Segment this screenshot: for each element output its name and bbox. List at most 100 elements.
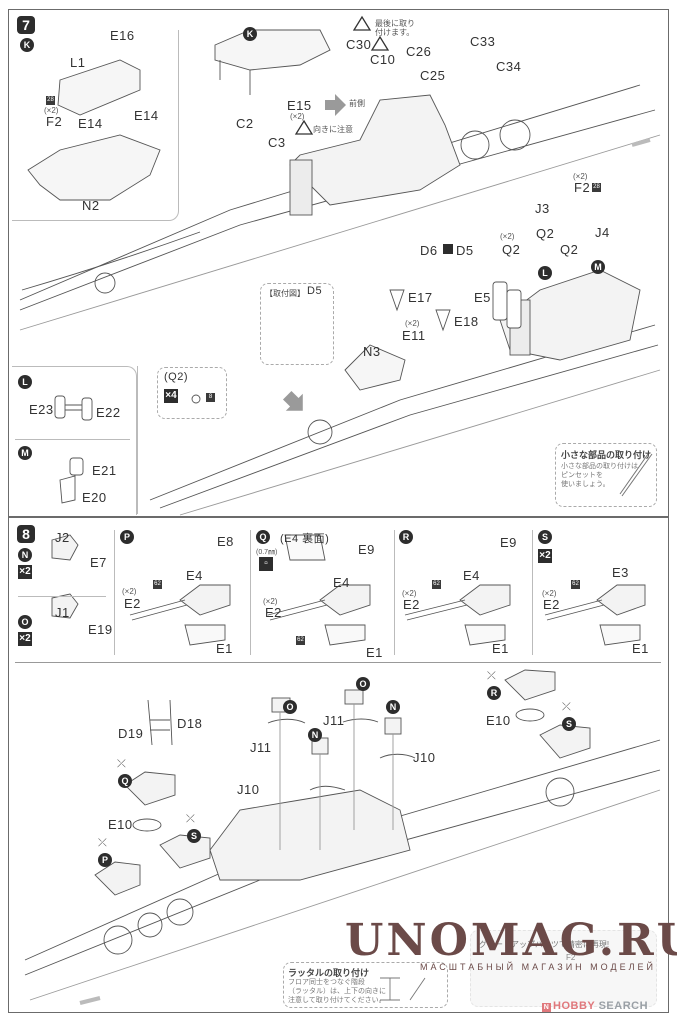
part-label-d6: D6 (420, 243, 438, 258)
qty-f2-k: (×2) (44, 106, 59, 115)
marker-m: M (18, 446, 32, 460)
ladder-note-line-2: （ラッタル）は、上下の向きに (288, 988, 386, 995)
ladder-note-box: ラッタルの取り付け フロア同士をつなぐ階段 （ラッタル）は、上下の向きに 注意し… (283, 962, 448, 1008)
watermark-subtitle: МАСШТАБНЫЙ МАГАЗИН МОДЕЛЕЙ (420, 962, 656, 972)
rotate-icon-s-right: ⤫ (562, 701, 571, 713)
orientation-note: 向きに注意 (313, 125, 353, 134)
upgrade-note-part: F2 (566, 953, 576, 962)
part-label-e5: E5 (474, 290, 491, 305)
marker-l: L (18, 375, 32, 389)
e5-funnel-a (492, 281, 508, 321)
e5-funnel-b (506, 289, 522, 329)
turret-p (129, 584, 231, 646)
ladder-note-body: フロア同士をつなぐ階段 （ラッタル）は、上下の向きに 注意して取り付けてください… (288, 978, 386, 1005)
part-label-c25: C25 (420, 68, 446, 83)
marker-r-main: R (487, 686, 501, 700)
qty-e15: (×2) (290, 112, 305, 121)
part-label-q2-c: Q2 (560, 242, 579, 257)
superstructure-step8 (209, 789, 411, 881)
part-label-e1-p: E1 (216, 641, 233, 656)
d19-d18-mast (147, 699, 173, 746)
qty-f2-main: (×2) (573, 172, 588, 181)
n2-part (27, 134, 161, 201)
part-label-q2-a: Q2 (536, 226, 555, 241)
turret-r (404, 584, 511, 646)
e17-part (389, 289, 405, 312)
turret-q-main (124, 771, 176, 806)
qty-q2: (×2) (500, 232, 515, 241)
part-label-e2-p: E2 (124, 596, 141, 611)
q2-paint-badge: 8 (206, 393, 215, 402)
part-label-e4-p: E4 (186, 568, 203, 583)
warning-icon-orientation (294, 119, 314, 135)
warning-icon-c10 (370, 35, 390, 51)
turret-r-main (504, 669, 556, 701)
hull-waterline-upper (19, 134, 661, 331)
watermark-title: UNOMAG.RU (345, 915, 677, 966)
paint-badge-p: 62 (153, 580, 162, 589)
subassembly-l-m-panel (12, 366, 137, 515)
last-attach-note-line2: 付けます。 (375, 28, 415, 37)
turret-s-main-left (159, 834, 211, 869)
tip-body: 小さな部品の取り付けは ピンセットを 使いましょう。 (561, 462, 638, 489)
marker-p: P (120, 530, 134, 544)
step8-subassembly-divider (15, 662, 661, 663)
part-label-e10-right: E10 (486, 713, 511, 728)
part-label-e14-right: E14 (134, 108, 159, 123)
mount-diagram-inset: 【取付図】 D5 (260, 283, 334, 365)
marker-n-main-1: N (308, 728, 322, 742)
rotate-icon-q: ⤫ (117, 758, 126, 770)
part-label-j11-right: J11 (323, 713, 345, 728)
e10-left (132, 818, 162, 832)
n3-part (344, 344, 406, 391)
divider-p-q (250, 530, 251, 655)
rotate-icon-r: ⤫ (487, 670, 496, 682)
part-label-e23: E23 (29, 402, 54, 417)
part-label-f2-k: F2 (46, 114, 63, 129)
q-title-e4-underside: (E4 裏面) (280, 533, 330, 545)
front-label: 前側 (349, 99, 365, 108)
part-label-e1-s: E1 (632, 641, 649, 656)
e18-part (435, 309, 451, 332)
j11-left-bar (267, 718, 306, 724)
part-label-e11: E11 (402, 328, 426, 343)
warning-icon-last-attach (352, 15, 372, 31)
turret-base-b (499, 119, 531, 151)
marker-o: O (18, 615, 32, 629)
part-label-e20: E20 (82, 490, 107, 505)
drill-icon-q: ▫ (259, 557, 273, 571)
rotate-icon-s-left: ⤫ (186, 813, 195, 825)
qty-e11: (×2) (405, 319, 420, 328)
paint-badge-f2-k: 28 (46, 96, 55, 105)
qty-badge-s: ×2 (538, 549, 552, 563)
part-label-e10-left: E10 (108, 817, 133, 832)
divider-q-r (394, 530, 395, 655)
divider-no-p (114, 530, 115, 655)
qty-e2-s: (×2) (542, 589, 557, 598)
marker-k-main: K (243, 27, 257, 41)
turret-base-a (460, 130, 490, 160)
rotate-icon-p: ⤫ (98, 837, 107, 849)
tip-box-small-parts: 小さな部品の取り付け 小さな部品の取り付けは ピンセットを 使いましょう。 (555, 443, 657, 507)
paint-badge-q: 62 (296, 636, 305, 645)
part-label-e9-r: E9 (500, 535, 517, 550)
q2-paint-box: (Q2) ×4 8 (157, 367, 227, 419)
part-label-e2-r: E2 (403, 597, 420, 612)
hull-side-lower (159, 344, 659, 509)
part-label-e19: E19 (88, 622, 113, 637)
e10-right (515, 708, 545, 722)
q2-paint-title: (Q2) (164, 371, 188, 383)
mount-diagram-part-d5: D5 (307, 285, 323, 297)
tweezers-icon (619, 453, 653, 497)
paint-badge-s: 62 (571, 580, 580, 589)
part-label-e18: E18 (454, 314, 479, 329)
paint-badge-f2-main: 28 (592, 183, 601, 192)
part-label-e7: E7 (90, 555, 107, 570)
qty-e2-r: (×2) (402, 589, 417, 598)
l1-part (57, 59, 141, 116)
part-label-e4-q: E4 (333, 575, 350, 590)
assembly-flow-arrow (282, 390, 303, 411)
j10-right-bar (379, 753, 416, 759)
part-label-d5: D5 (456, 243, 474, 258)
